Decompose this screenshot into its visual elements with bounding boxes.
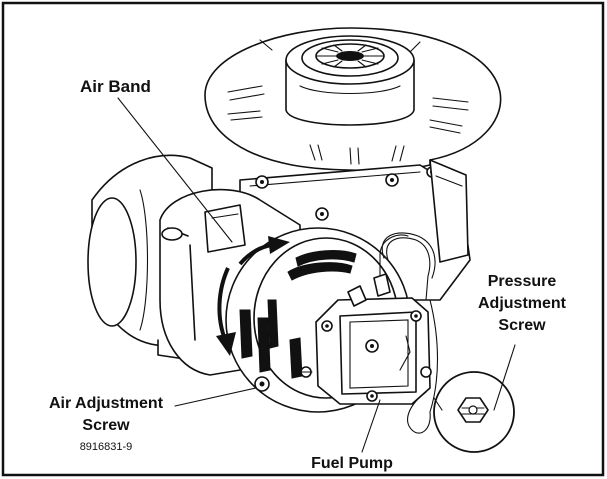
pressure-screw-inset [433, 371, 515, 453]
part-number: 8916831-9 [80, 441, 133, 453]
label-air-adjustment-line1: Air Adjustment [49, 395, 164, 412]
label-pressure-line1: Pressure [488, 273, 557, 290]
fuel-pump [315, 232, 438, 434]
air-tube [285, 35, 415, 126]
label-pressure-line3: Screw [498, 317, 546, 334]
label-pressure-line2: Adjustment [478, 295, 567, 312]
leader-lines [117, 97, 516, 453]
label-fuel-pump: Fuel Pump [311, 455, 393, 472]
label-air-band: Air Band [80, 77, 151, 96]
label-air-adjustment-line2: Screw [82, 417, 130, 434]
rotation-arrows [216, 236, 290, 356]
